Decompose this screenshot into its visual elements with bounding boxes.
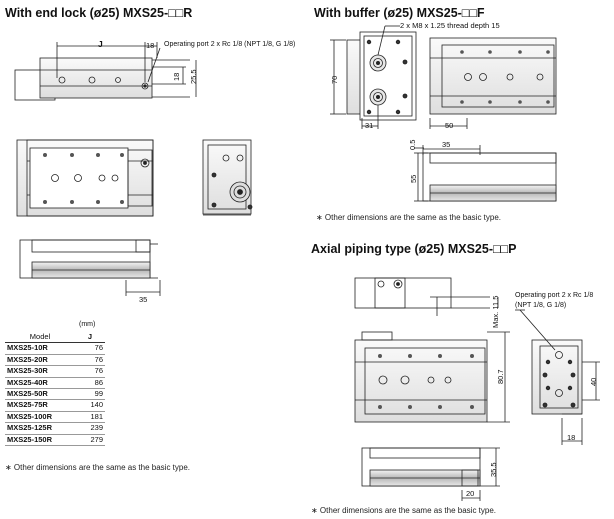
row-j: 140 <box>75 399 105 412</box>
buffer-title: With buffer (ø25) MXS25-□□F <box>314 6 485 20</box>
row-model: MXS25-20R <box>5 354 75 367</box>
dim-31: 31 <box>365 121 374 130</box>
buffer-front-view <box>330 25 417 129</box>
dim-max-11-5: Max. 11.5 <box>491 295 500 328</box>
end-lock-bottom-view <box>19 239 161 296</box>
row-model: MXS25-50R <box>5 388 75 401</box>
row-j: 76 <box>75 365 105 378</box>
row-model: MXS25-150R <box>5 434 75 447</box>
dim-18-vert: 18 <box>172 72 181 81</box>
row-j: 86 <box>75 377 105 390</box>
row-j: 239 <box>75 422 105 435</box>
end-lock-port-label: Operating port 2 x Rc 1/8 (NPT 1/8, G 1/… <box>164 41 296 48</box>
end-lock-end-view <box>202 139 253 216</box>
dim-55: 55 <box>409 174 418 183</box>
dim-40: 40 <box>589 377 598 386</box>
row-model: MXS25-75R <box>5 399 75 412</box>
dim-35-buffer: 35 <box>442 140 451 149</box>
table-header: Model J <box>5 332 105 344</box>
row-model: MXS25-10R <box>5 342 75 355</box>
end-lock-note: ∗ Other dimensions are the same as the b… <box>5 463 191 472</box>
row-model: MXS25-125R <box>5 422 75 435</box>
end-lock-top-view <box>14 42 197 101</box>
axial-end-view <box>515 309 600 445</box>
row-j: 99 <box>75 388 105 401</box>
axial-port-label-2: (NPT 1/8, G 1/8) <box>515 302 567 309</box>
dim-20: 20 <box>466 489 475 498</box>
row-model: MXS25-30R <box>5 365 75 378</box>
dim-35-5: 35.5 <box>489 462 498 477</box>
row-j: 279 <box>75 434 105 447</box>
header-j: J <box>75 332 105 344</box>
axial-side-view <box>354 331 510 423</box>
dim-0-5: 0.5 <box>408 139 417 150</box>
axial-bottom-view <box>361 447 500 501</box>
axial-port-label-1: Operating port 2 x Rc 1/8 <box>515 292 594 299</box>
dim-18-top: 18 <box>146 41 155 50</box>
row-j: 76 <box>75 354 105 367</box>
dim-18-axial: 18 <box>567 433 576 442</box>
buffer-thread-label: 2 x M8 x 1.25 thread depth 15 <box>400 21 500 30</box>
buffer-note: ∗ Other dimensions are the same as the b… <box>316 213 502 222</box>
buffer-bottom-view <box>414 145 557 202</box>
dim-35-end-lock: 35 <box>139 295 148 304</box>
table-unit: (mm) <box>79 321 96 328</box>
end-lock-side-view <box>16 139 154 217</box>
header-model: Model <box>5 332 75 344</box>
buffer-side-view <box>429 37 557 129</box>
axial-note: ∗ Other dimensions are the same as the b… <box>311 506 497 515</box>
dim-70: 70 <box>330 75 339 84</box>
dim-j: J <box>98 39 103 49</box>
dim-80-7: 80.7 <box>496 369 505 384</box>
row-model: MXS25-40R <box>5 377 75 390</box>
dim-50: 50 <box>445 121 454 130</box>
row-j: 181 <box>75 411 105 424</box>
dim-25-5: 25.5 <box>189 69 198 84</box>
axial-top-view <box>354 277 499 316</box>
axial-title: Axial piping type (ø25) MXS25-□□P <box>311 242 517 256</box>
end-lock-title: With end lock (ø25) MXS25-□□R <box>5 6 193 20</box>
row-j: 76 <box>75 342 105 355</box>
row-model: MXS25-100R <box>5 411 75 424</box>
